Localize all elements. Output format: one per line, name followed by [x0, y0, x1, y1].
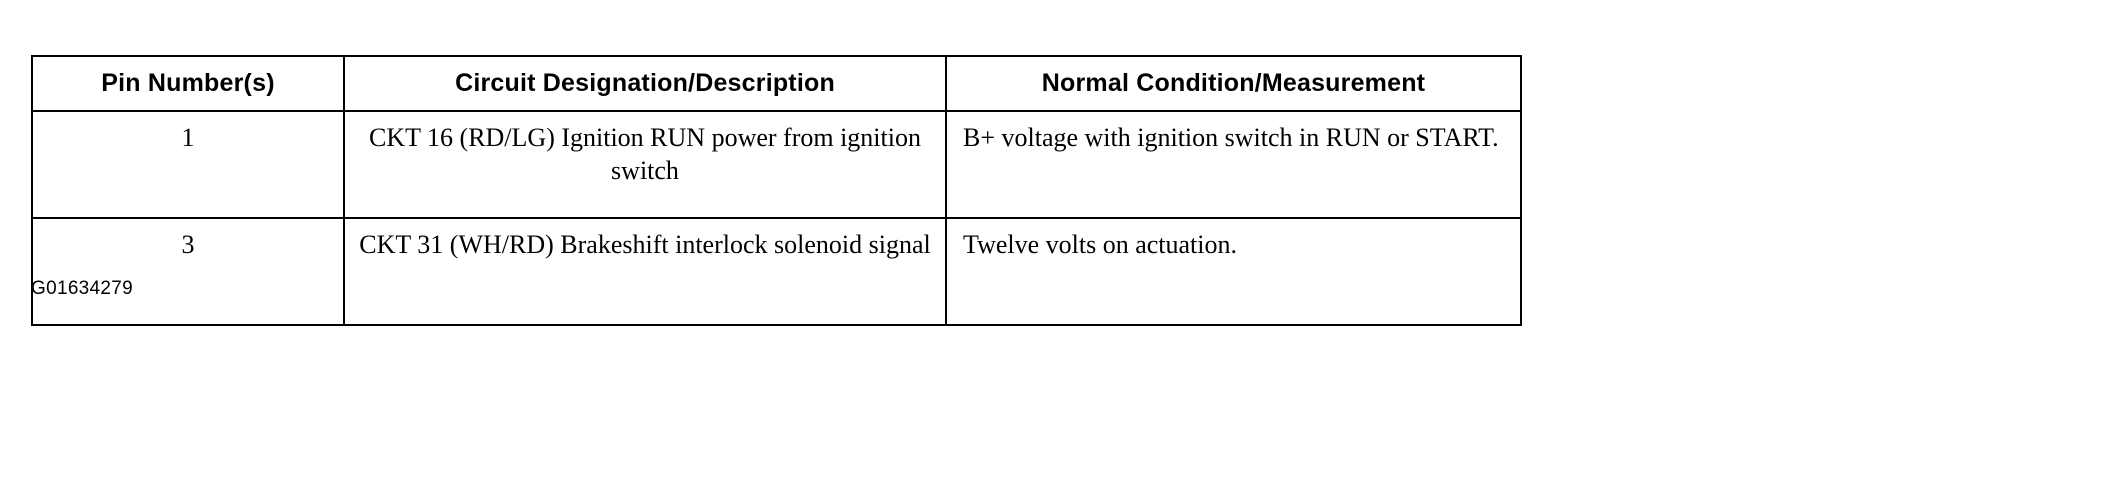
figure-id-caption: G01634279 — [31, 278, 134, 299]
table-body: 1 CKT 16 (RD/LG) Ignition RUN power from… — [31, 110, 1522, 326]
cell-pin-number: 3 — [31, 217, 345, 326]
table-row: 3 CKT 31 (WH/RD) Brakeshift interlock so… — [31, 217, 1522, 326]
column-header-normal-condition: Normal Condition/Measurement — [945, 55, 1522, 112]
cell-normal-condition: B+ voltage with ignition switch in RUN o… — [945, 110, 1522, 219]
cell-pin-number: 1 — [31, 110, 345, 219]
table-header-row: Pin Number(s) Circuit Designation/Descri… — [31, 55, 1522, 112]
column-header-circuit-designation: Circuit Designation/Description — [343, 55, 947, 112]
cell-circuit-description: CKT 16 (RD/LG) Ignition RUN power from i… — [343, 110, 947, 219]
column-header-pin-number: Pin Number(s) — [31, 55, 345, 112]
table-header: Pin Number(s) Circuit Designation/Descri… — [31, 55, 1522, 112]
cell-circuit-description: CKT 31 (WH/RD) Brakeshift interlock sole… — [343, 217, 947, 326]
table-row: 1 CKT 16 (RD/LG) Ignition RUN power from… — [31, 110, 1522, 219]
cell-normal-condition: Twelve volts on actuation. — [945, 217, 1522, 326]
pin-connector-table: Pin Number(s) Circuit Designation/Descri… — [31, 55, 1522, 326]
